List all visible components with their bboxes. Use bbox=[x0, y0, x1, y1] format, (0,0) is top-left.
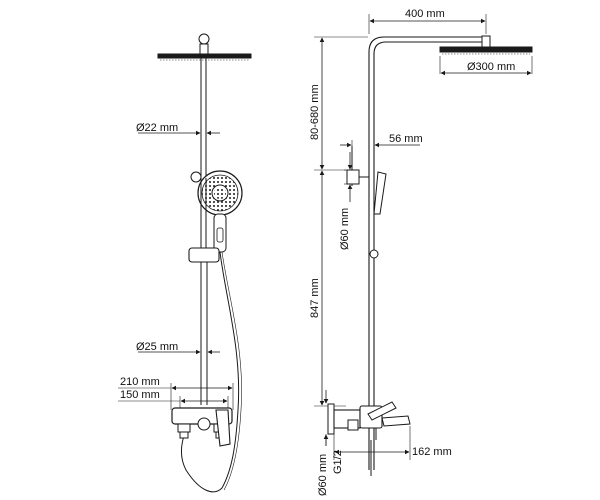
overhead-arm-length-label: 400 mm bbox=[405, 8, 445, 20]
riser-height-label: 847 mm bbox=[309, 278, 321, 318]
side-view: 400 mm Ø300 mm 80-680 mm 56 bbox=[309, 8, 533, 496]
front-mixer bbox=[171, 407, 233, 447]
dim-lower-pipe-diameter: Ø25 mm bbox=[136, 341, 220, 355]
front-rain-head bbox=[157, 33, 252, 61]
inlet-thread-label: G1/2 bbox=[332, 450, 344, 474]
dim-riser-adjust-range: 80-680 mm bbox=[309, 36, 368, 170]
holder-offset-label: 56 mm bbox=[389, 133, 423, 145]
side-shower-holder bbox=[346, 146, 387, 259]
dim-upper-pipe-diameter: Ø22 mm bbox=[136, 122, 220, 136]
mixer-width-outer-label: 210 mm bbox=[120, 376, 160, 388]
dim-escutcheon-diameter: Ø60 mm G1/2 bbox=[317, 390, 344, 496]
side-riser-and-arm bbox=[368, 35, 533, 470]
dim-overhead-arm-length: 400 mm bbox=[368, 8, 487, 34]
dim-holder-diameter: Ø60 mm bbox=[339, 152, 358, 250]
escutcheon-diameter-label: Ø60 mm bbox=[317, 454, 329, 496]
dim-holder-offset: 56 mm bbox=[340, 133, 423, 150]
dim-mixer-width: 210 mm 150 mm bbox=[118, 376, 234, 418]
front-view: Ø22 mm Ø25 mm bbox=[118, 33, 252, 493]
front-hose bbox=[180, 251, 240, 493]
front-lower-pipe bbox=[188, 178, 220, 405]
mixer-width-inner-label: 150 mm bbox=[120, 389, 160, 401]
holder-diameter-label: Ø60 mm bbox=[339, 208, 351, 250]
dim-rain-head-diameter: Ø300 mm bbox=[439, 56, 533, 76]
side-mixer bbox=[327, 401, 411, 476]
upper-pipe-diameter-label: Ø22 mm bbox=[136, 122, 178, 134]
riser-adjust-range-label: 80-680 mm bbox=[309, 84, 321, 140]
dim-spout-length: 162 mm bbox=[333, 426, 452, 460]
spout-length-label: 162 mm bbox=[412, 446, 452, 458]
front-upper-pipe bbox=[200, 58, 207, 178]
front-hand-shower bbox=[190, 170, 243, 253]
dim-riser-height: 847 mm bbox=[309, 169, 346, 407]
rain-head-diameter-label: Ø300 mm bbox=[467, 61, 515, 73]
lower-pipe-diameter-label: Ø25 mm bbox=[136, 341, 178, 353]
